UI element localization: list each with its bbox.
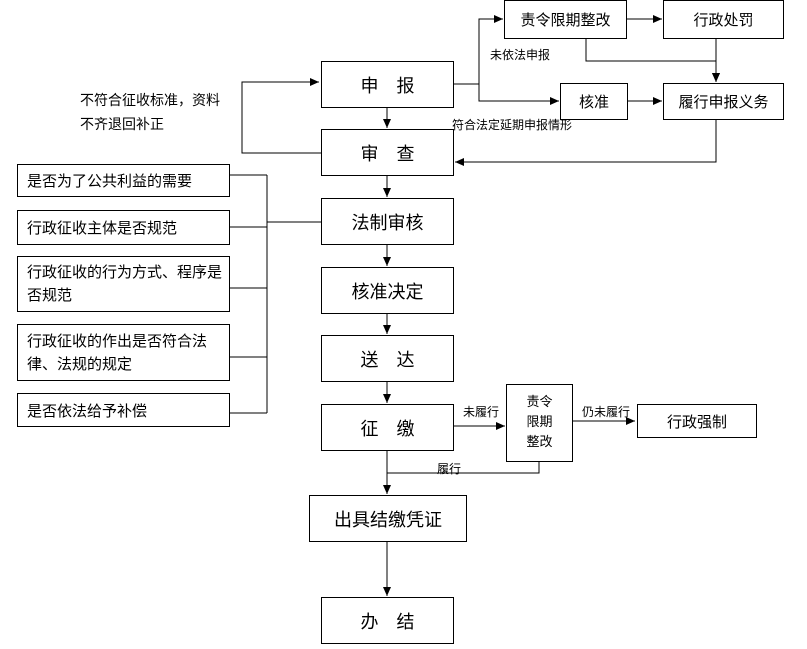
approve-decide-box: 核准决定 — [321, 267, 454, 314]
line-declare-branch — [453, 15, 503, 85]
admin-penalty-box: 行政处罚 — [663, 0, 784, 39]
approve-label: 核准 — [578, 93, 609, 111]
legal-review-box: 法制审核 — [321, 198, 454, 245]
criteria-item: 行政征收的行为方式、程序是否规范 — [17, 256, 230, 312]
levy-rectify-line1: 责令 — [526, 395, 553, 410]
arrow-rectify-to-fulfill — [585, 38, 720, 82]
arrow-return-loop — [241, 78, 321, 154]
approve-decide-label: 核准决定 — [351, 281, 424, 303]
review-box: 审 查 — [321, 129, 454, 176]
line-rectify-fulfilled — [387, 461, 540, 474]
rectify-order-label: 责令限期整改 — [520, 11, 611, 29]
criteria-item: 行政征收的作出是否符合法律、法规的规定 — [17, 324, 230, 381]
complete-box: 办 结 — [321, 597, 454, 644]
certificate-box: 出具结缴凭证 — [309, 495, 467, 542]
criteria-item: 是否为了公共利益的需要 — [17, 164, 230, 197]
deliver-box: 送 达 — [321, 335, 454, 382]
arrow-fulfill-to-review — [455, 119, 717, 166]
rectify-order-box: 责令限期整改 — [504, 0, 627, 39]
levy-box: 征 缴 — [321, 404, 454, 451]
levy-label: 征 缴 — [360, 418, 415, 440]
certificate-label: 出具结缴凭证 — [334, 509, 442, 531]
complete-label: 办 结 — [360, 611, 415, 633]
criteria-item: 行政征收主体是否规范 — [17, 210, 230, 245]
label-not-fulfilled: 未履行 — [463, 405, 500, 419]
reject-note-line1: 不符合征收标准，资料 — [80, 93, 220, 109]
arrow-to-approve — [478, 84, 559, 105]
approve-box: 核准 — [560, 83, 628, 120]
reject-note-line2: 不齐退回补正 — [80, 117, 164, 133]
fulfill-obligation-box: 履行申报义务 — [663, 83, 784, 120]
admin-penalty-label: 行政处罚 — [693, 11, 754, 29]
label-not-declared: 未依法申报 — [490, 48, 551, 62]
criteria-item-5: 是否依法给予补偿 — [27, 401, 148, 420]
deliver-label: 送 达 — [360, 349, 415, 371]
criteria-item-1: 是否为了公共利益的需要 — [27, 172, 193, 190]
criteria-item-4: 行政征收的作出是否符合法律、法规的规定 — [27, 331, 208, 373]
enforcement-label: 行政强制 — [666, 412, 727, 431]
fulfill-obligation-label: 履行申报义务 — [678, 93, 769, 111]
criteria-item: 是否依法给予补偿 — [17, 393, 230, 427]
levy-rectify-line3: 整改 — [526, 435, 553, 450]
declare-label: 申 报 — [360, 75, 415, 97]
label-still-not-fulfilled: 仍未履行 — [582, 405, 631, 419]
reject-note: 不符合征收标准，资料 不齐退回补正 — [80, 89, 220, 137]
criteria-item-3: 行政征收的行为方式、程序是否规范 — [27, 263, 223, 304]
label-extension: 符合法定延期申报情形 — [452, 118, 573, 132]
criteria-item-2: 行政征收主体是否规范 — [27, 219, 178, 237]
label-fulfilled: 履行 — [437, 462, 462, 476]
levy-rectify-box: 责令 限期 整改 — [506, 384, 573, 462]
declare-box: 申 报 — [321, 61, 454, 108]
levy-rectify-line2: 限期 — [526, 415, 553, 430]
review-label: 审 查 — [360, 143, 415, 165]
legal-review-label: 法制审核 — [351, 212, 424, 234]
enforcement-box: 行政强制 — [637, 404, 757, 438]
